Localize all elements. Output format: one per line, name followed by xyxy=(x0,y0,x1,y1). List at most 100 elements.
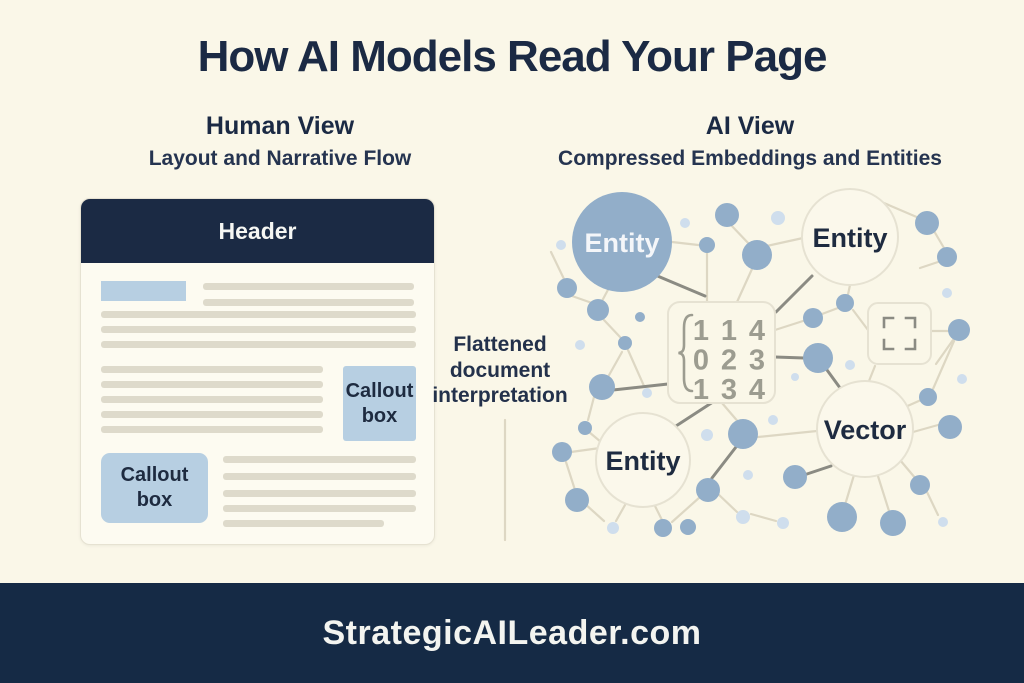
network-dot-pale xyxy=(642,388,652,398)
matrix-value: 3 xyxy=(721,374,737,406)
network-edge-light xyxy=(925,490,940,517)
frame-corners-icon xyxy=(882,316,917,351)
network-edge-dark xyxy=(611,382,670,392)
network-edge-dark xyxy=(773,355,806,360)
highlight-block xyxy=(101,281,186,301)
callout-box-right: Callout box xyxy=(343,366,416,441)
network-edge-light xyxy=(898,458,918,481)
matrix-value: 1 xyxy=(693,374,709,406)
document-header-bar: Header xyxy=(81,199,434,263)
network-dot xyxy=(565,488,589,512)
matrix-box xyxy=(667,301,776,404)
text-line-placeholder xyxy=(101,341,416,348)
network-edge-light xyxy=(715,491,739,514)
vector-node xyxy=(816,380,914,478)
entity-bottom-left-node xyxy=(595,412,691,508)
network-edge-light xyxy=(728,222,752,247)
network-edge-light xyxy=(602,318,622,339)
network-edge-light xyxy=(875,471,891,513)
text-line-placeholder xyxy=(223,520,384,527)
matrix-value: 4 xyxy=(749,315,765,347)
network-edge-light xyxy=(851,308,870,332)
matrix-brace xyxy=(678,313,694,393)
ai-view-subtitle: Compressed Embeddings and Entities xyxy=(558,147,942,170)
text-line-placeholder xyxy=(101,381,323,388)
network-edge-light xyxy=(867,364,877,383)
matrix-value: 4 xyxy=(749,374,765,406)
footer-bar: StrategicAILeader.com xyxy=(0,583,1024,683)
network-edge-dark xyxy=(710,445,738,480)
network-dot-pale xyxy=(556,240,566,250)
network-dot-pale xyxy=(938,517,948,527)
ai-view-header: AI View Compressed Embeddings and Entiti… xyxy=(520,112,980,171)
network-dot-pale xyxy=(771,211,785,225)
network-edge-light xyxy=(587,430,603,444)
matrix-value: 1 xyxy=(721,315,737,347)
network-edge-light xyxy=(614,503,627,523)
matrix-value: 1 xyxy=(693,315,709,347)
network-edge-light xyxy=(670,495,702,524)
network-edge-light xyxy=(820,306,840,316)
text-line-placeholder xyxy=(101,396,323,403)
network-dot xyxy=(654,519,672,537)
text-line-placeholder xyxy=(101,311,416,318)
network-dot xyxy=(937,247,957,267)
network-edge-light xyxy=(749,512,778,523)
text-line-placeholder xyxy=(223,505,416,512)
entity-bottom-left-label: Entity xyxy=(605,446,680,476)
network-edge-light xyxy=(760,236,805,249)
network-dot-pale xyxy=(575,340,585,350)
entity-top-right-label: Entity xyxy=(812,223,887,253)
entity-filled-label: Entity xyxy=(584,228,659,258)
flattened-note: Flattened document interpretation xyxy=(432,333,568,408)
network-dot xyxy=(715,203,739,227)
network-dot xyxy=(699,237,715,253)
network-edge-dark xyxy=(674,398,718,428)
network-dot-pale xyxy=(845,360,855,370)
matrix-value: 2 xyxy=(721,345,737,377)
vector-label: Vector xyxy=(824,415,907,445)
network-edge-light xyxy=(756,429,819,439)
human-view-header: Human View Layout and Narrative Flow xyxy=(60,112,500,171)
matrix-value: 3 xyxy=(749,345,765,377)
text-line-placeholder xyxy=(101,326,416,333)
network-dot xyxy=(578,421,592,435)
text-line-placeholder xyxy=(101,411,323,418)
text-line-placeholder xyxy=(101,426,323,433)
page-title: How AI Models Read Your Page xyxy=(197,32,828,81)
network-dot-pale xyxy=(768,415,778,425)
human-view-subtitle: Layout and Narrative Flow xyxy=(148,147,412,170)
network-edge-dark xyxy=(774,274,814,314)
network-edge-light xyxy=(882,201,921,220)
network-dot xyxy=(728,419,758,449)
network-dot-pale xyxy=(607,522,619,534)
text-line-placeholder xyxy=(203,299,414,306)
text-line-placeholder xyxy=(203,283,414,290)
frame-icon-box xyxy=(867,302,932,365)
network-dot xyxy=(827,502,857,532)
network-dot xyxy=(557,278,577,298)
network-dot-pale xyxy=(942,288,952,298)
network-edge-light xyxy=(932,229,946,250)
footer-url: StrategicAILeader.com xyxy=(322,613,702,652)
network-dot xyxy=(696,478,720,502)
network-edge-light xyxy=(843,473,856,507)
entity-filled-node xyxy=(572,192,672,292)
network-dot xyxy=(803,343,833,373)
network-dot xyxy=(552,442,572,462)
network-dot xyxy=(589,374,615,400)
network-edge-light xyxy=(934,338,955,366)
network-dot xyxy=(618,336,632,350)
network-dot xyxy=(938,415,962,439)
network-dot xyxy=(635,312,645,322)
network-edge-light xyxy=(564,460,577,492)
network-dot xyxy=(680,519,696,535)
network-dot-pale xyxy=(701,429,713,441)
network-dot xyxy=(880,510,906,536)
network-edge-light xyxy=(570,294,594,305)
network-dot xyxy=(919,388,937,406)
text-line-placeholder xyxy=(223,490,416,497)
network-dot-pale xyxy=(791,373,799,381)
network-edge-light xyxy=(586,395,596,422)
